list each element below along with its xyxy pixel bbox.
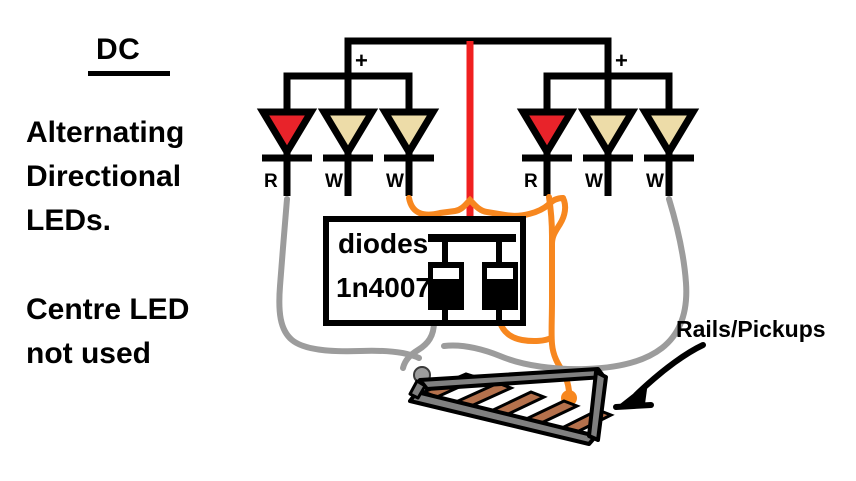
orange-wire-white-leds-bus — [406, 195, 566, 219]
left-led-label-w2: W — [386, 171, 404, 192]
track-near-rail — [408, 390, 598, 446]
diode-common-anode-bar — [428, 234, 516, 242]
railway-track — [408, 367, 615, 446]
left-group-polarity-plus: + — [355, 48, 368, 73]
left-red-led-symbol — [256, 108, 318, 196]
rails-callout-arrow-head — [615, 382, 648, 409]
right-group-polarity-plus: + — [615, 48, 628, 73]
rails-pickups-label: Rails/Pickups — [676, 316, 826, 342]
diode-box-part-number: 1n4007 — [336, 272, 431, 303]
top-power-bus — [344, 37, 612, 80]
diode-2-symbol — [482, 238, 518, 324]
rails-callout-arrow-barb — [613, 402, 654, 410]
left-white-led-2-symbol — [378, 108, 440, 196]
left-white-led-1-symbol — [317, 108, 379, 196]
right-white-led-2-symbol — [638, 108, 700, 196]
diode-box-title: diodes — [338, 228, 429, 259]
page-title: DC — [96, 33, 141, 66]
right-led-label-w1: W — [585, 171, 603, 192]
right-led-label-w2: W — [646, 171, 664, 192]
track-far-rail — [418, 367, 606, 391]
caption-line-3: LEDs. — [26, 204, 112, 237]
orange-wire-bus-to-rail-link — [549, 195, 569, 247]
gray-wire-diode-box-outlet — [400, 319, 437, 371]
gray-wire-right-white-led — [441, 196, 690, 373]
left-led-label-w1: W — [325, 171, 343, 192]
caption-line-2: Directional — [26, 160, 182, 193]
page-title-underline — [88, 71, 170, 76]
right-group-bus — [543, 72, 673, 114]
right-led-label-r: R — [524, 171, 538, 192]
gray-wire-left-red-led — [276, 196, 422, 361]
diode-1-symbol — [428, 238, 464, 324]
caption-line-1: Alternating — [26, 116, 185, 149]
right-red-led-symbol — [516, 108, 578, 196]
left-group-bus — [283, 72, 413, 114]
left-led-label-r: R — [264, 171, 278, 192]
caption-line-4: Centre LED — [26, 293, 190, 326]
track-left-end — [408, 379, 427, 400]
track-right-end — [587, 370, 608, 442]
caption-line-5: not used — [26, 337, 151, 370]
orange-wire-diode-box-outlet — [497, 319, 554, 345]
right-white-led-1-symbol — [577, 108, 639, 196]
